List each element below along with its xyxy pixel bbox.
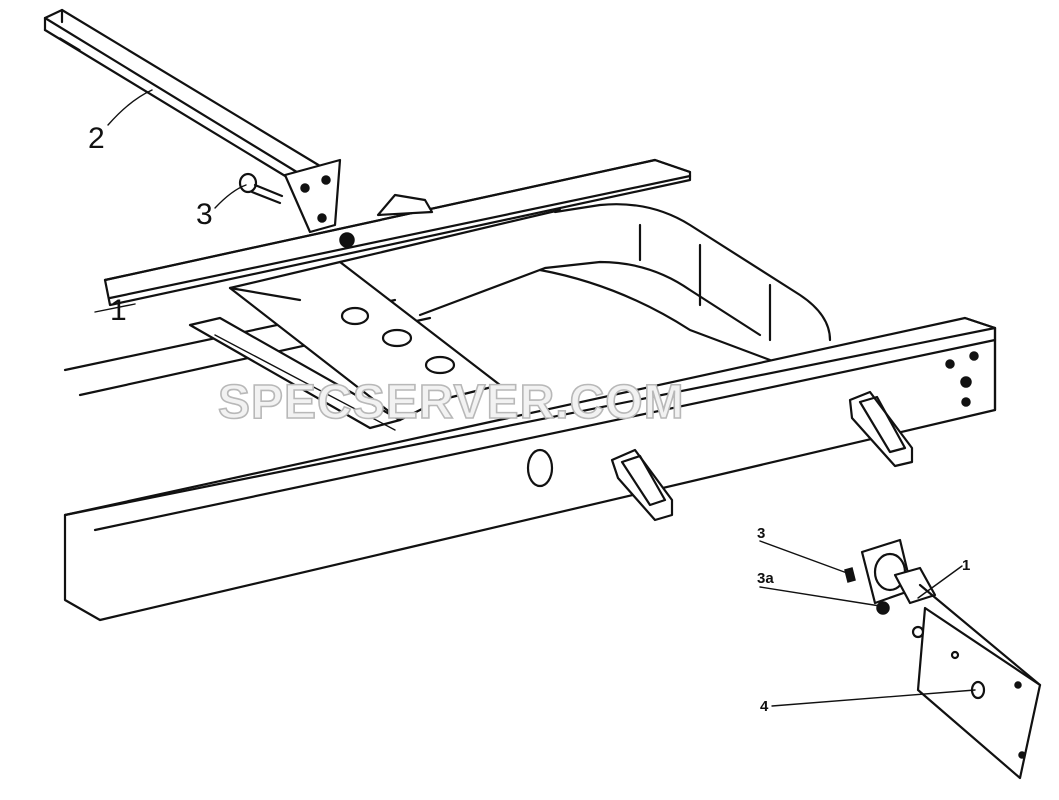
part-1-shaft-assembly bbox=[844, 538, 1042, 780]
callout-2: 2 bbox=[88, 122, 105, 155]
part-2-arm bbox=[43, 8, 342, 234]
watermark: SPECSERVER.COM bbox=[218, 376, 685, 429]
bracket-right bbox=[848, 390, 914, 468]
rail-hole bbox=[526, 448, 554, 488]
washer-3a bbox=[876, 601, 890, 615]
plate-hole bbox=[911, 625, 925, 639]
frame-opening bbox=[376, 193, 832, 362]
cross-member-hole bbox=[424, 355, 456, 375]
callout-3-top: 3 bbox=[196, 198, 213, 231]
cross-member bbox=[228, 208, 562, 422]
bracket-left bbox=[610, 448, 674, 522]
rear-side-rail bbox=[94, 158, 692, 313]
callout-3-right: 3 bbox=[757, 525, 765, 542]
callout-4: 4 bbox=[760, 698, 769, 715]
plate-bolt bbox=[1014, 681, 1022, 689]
callout-1-right: 1 bbox=[962, 557, 970, 574]
rail-bolt bbox=[339, 232, 355, 248]
front-side-rail bbox=[63, 316, 997, 622]
rail-bolt bbox=[945, 359, 955, 369]
cross-member-hole bbox=[340, 306, 370, 326]
callout-1-left: 1 bbox=[110, 294, 127, 327]
callout-3a: 3a bbox=[757, 570, 774, 587]
plate-bolt bbox=[317, 213, 327, 223]
cross-member-hole bbox=[381, 328, 413, 348]
rail-bolt bbox=[969, 351, 979, 361]
bolt-3-right bbox=[844, 567, 856, 583]
plate-bolt bbox=[300, 183, 310, 193]
plate-bolt bbox=[321, 175, 331, 185]
leader-lines bbox=[107, 89, 976, 707]
part-3-bolt-top bbox=[238, 172, 284, 205]
rail-bolt bbox=[960, 376, 972, 388]
rail-bolt bbox=[961, 397, 971, 407]
plate-bolt bbox=[1018, 751, 1026, 759]
plate-hole bbox=[950, 650, 960, 660]
